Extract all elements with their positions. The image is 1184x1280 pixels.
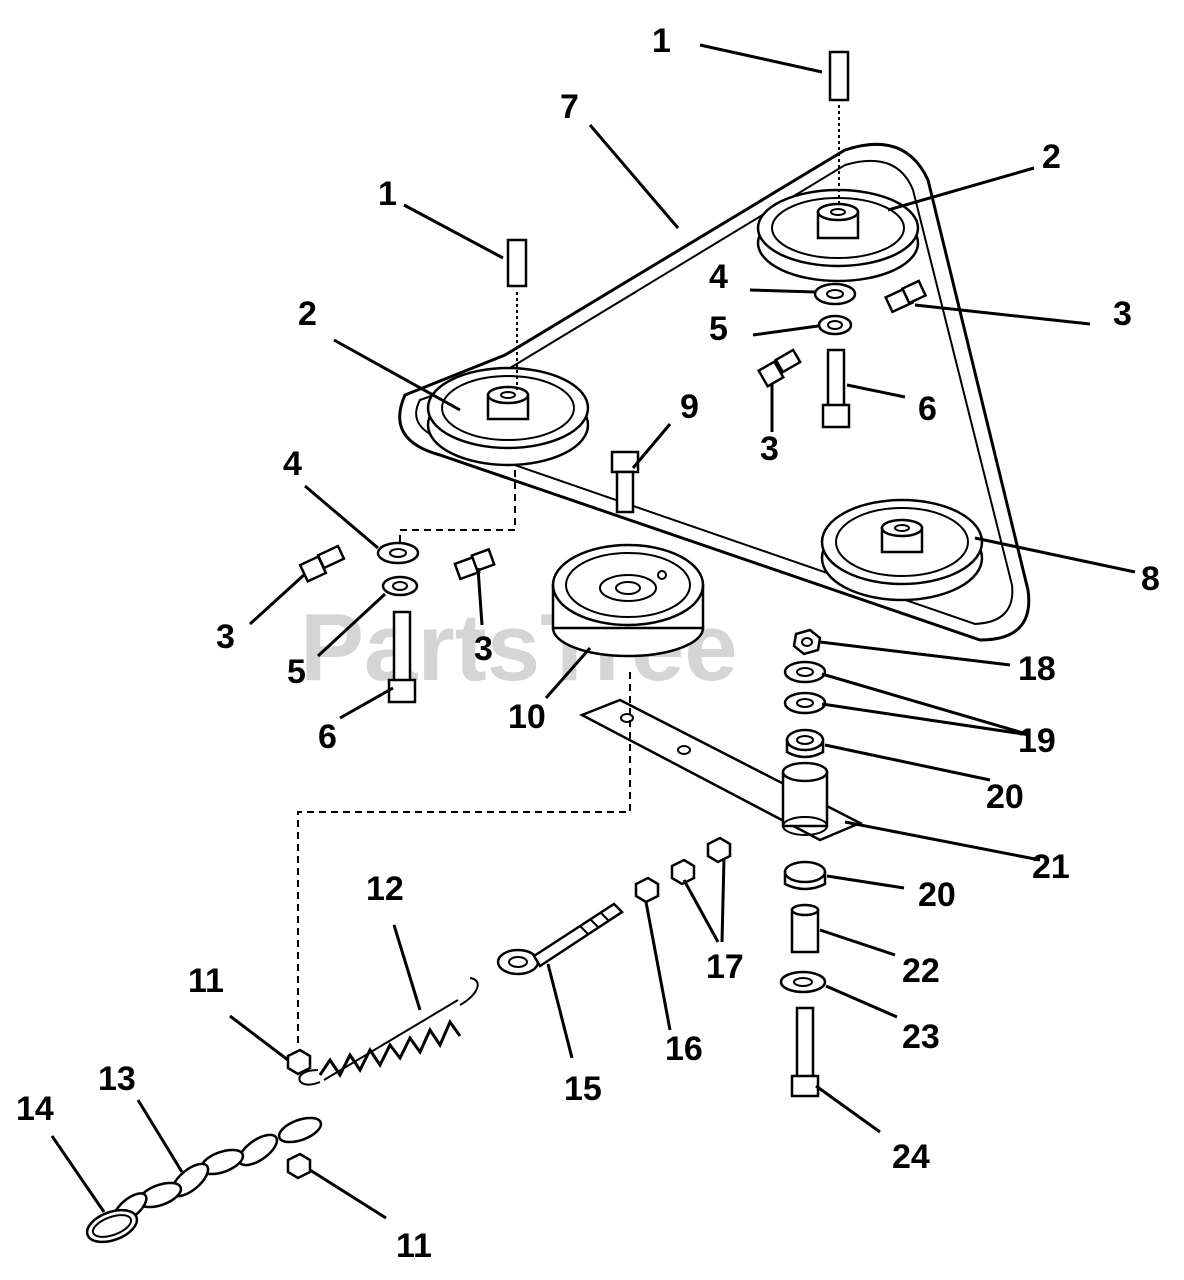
callout-3-mid: 3 (760, 430, 779, 468)
nut-17b (706, 836, 732, 864)
reference-line-left (399, 470, 516, 545)
callout-11-upper: 11 (188, 962, 224, 1000)
spindle-pulley-lower (820, 498, 984, 602)
bolt-3-left (298, 544, 346, 584)
bolt-24 (790, 1006, 820, 1098)
nut-16 (634, 876, 660, 904)
callout-13: 13 (98, 1060, 136, 1098)
callout-labels: 1 1 7 2 2 4 5 3 6 3 9 8 4 3 5 3 6 10 18 … (16, 22, 1160, 1265)
washer-right-5 (817, 314, 853, 336)
callout-5-right: 5 (709, 310, 728, 348)
callout-19: 19 (1018, 722, 1056, 760)
callout-16: 16 (665, 1030, 703, 1068)
spindle-pulley-right (756, 188, 920, 283)
nut-11-lower (286, 1152, 312, 1180)
drive-belt (398, 142, 1031, 642)
bolt-right-6 (821, 348, 851, 429)
callout-3-left: 3 (216, 618, 235, 656)
callout-6-right: 6 (918, 390, 937, 428)
callout-14: 14 (16, 1090, 54, 1128)
spring-12 (298, 977, 479, 1086)
washer-19b (783, 691, 827, 715)
callout-17: 17 (706, 948, 744, 986)
bolt-3-center (453, 547, 496, 581)
washer-23 (779, 970, 827, 994)
callout-15: 15 (564, 1070, 602, 1108)
callout-5-left: 5 (287, 653, 306, 691)
bushing-22 (790, 903, 820, 954)
callout-22: 22 (902, 952, 940, 990)
callout-4-left: 4 (283, 445, 302, 483)
key-left (506, 238, 528, 390)
callout-10: 10 (508, 698, 546, 736)
callout-6-left: 6 (318, 718, 337, 756)
bolt-3-mid (756, 348, 802, 389)
nut-18 (792, 628, 822, 656)
callout-3-center: 3 (474, 630, 493, 668)
washer-right-4 (813, 282, 857, 306)
callout-23: 23 (902, 1018, 940, 1056)
spacer-20-upper (785, 728, 825, 759)
ring-14 (85, 1208, 139, 1244)
bolt-9 (610, 450, 640, 514)
callout-20-upper: 20 (986, 778, 1024, 816)
washer-left-5 (381, 575, 419, 597)
callout-8: 8 (1141, 560, 1160, 598)
callout-2-right: 2 (1042, 138, 1061, 176)
callout-12: 12 (366, 870, 404, 908)
idler-arm (579, 698, 863, 842)
spacer-20-lower (783, 860, 827, 891)
reference-line-arm (297, 672, 631, 1045)
callout-21: 21 (1032, 848, 1070, 886)
callout-24: 24 (892, 1138, 930, 1176)
nut-17a (670, 858, 696, 886)
bolt-3-upper-right (883, 279, 928, 314)
idler-pulley (551, 543, 705, 658)
eye-bolt-15 (496, 902, 624, 976)
callout-2-left: 2 (298, 295, 317, 333)
nut-11-upper (286, 1048, 312, 1076)
key-right (828, 50, 850, 205)
bolt-left-6 (387, 610, 417, 704)
callout-20-lower: 20 (918, 876, 956, 914)
callout-18: 18 (1018, 650, 1056, 688)
washer-left-4 (376, 541, 420, 565)
callout-7: 7 (560, 88, 579, 126)
callout-11-lower: 11 (396, 1227, 432, 1265)
callout-1-right: 1 (652, 22, 671, 60)
callout-4-right: 4 (709, 258, 728, 296)
leader-lines (50, 43, 1136, 1220)
spindle-pulley-left (426, 366, 590, 467)
callout-9: 9 (680, 388, 699, 426)
callout-1-left: 1 (378, 175, 397, 213)
callout-3-upper-right: 3 (1113, 295, 1132, 333)
washer-19a (783, 660, 827, 684)
